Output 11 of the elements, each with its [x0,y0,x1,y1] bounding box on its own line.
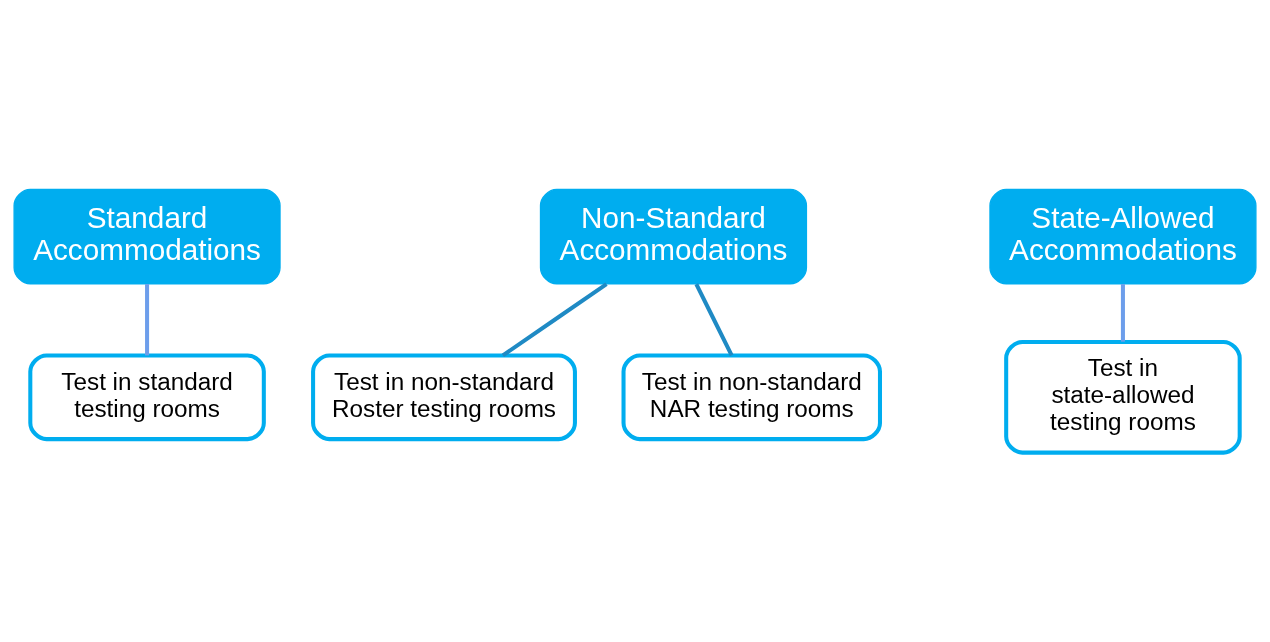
connector [694,283,734,357]
node-box: Test in standard testing rooms [28,353,266,442]
connector [145,284,150,356]
node-box: Test in state-allowed testing rooms [1004,339,1242,455]
node-box: Non-Standard Accommodations [539,188,808,285]
node-box: Standard Accommodations [13,188,281,285]
node-box: Test in non-standard Roster testing rooms [311,353,577,442]
connector [501,282,608,358]
connector [1120,284,1125,342]
node-box: Test in non-standard NAR testing rooms [621,353,882,442]
node-box: State-Allowed Accommodations [989,188,1257,285]
